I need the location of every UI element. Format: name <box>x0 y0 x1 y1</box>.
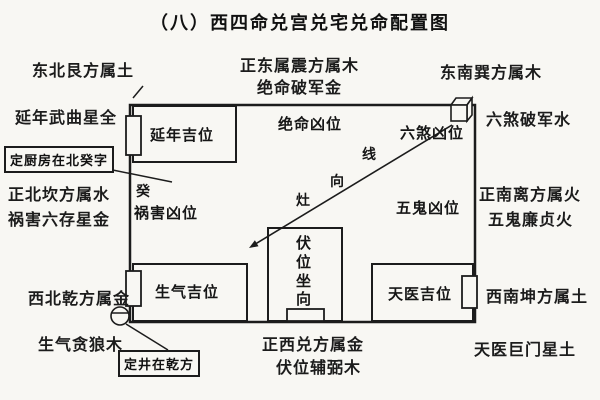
room-liusha: 六煞凶位 <box>400 124 465 142</box>
label-southeast: 东南巽方属木 <box>440 63 543 82</box>
well-icon <box>110 306 130 326</box>
room-shengqi: 生气吉位 <box>155 283 220 301</box>
left-door-top-icon <box>125 115 142 156</box>
label-east-star: 绝命破军金 <box>257 78 343 97</box>
label-east: 正东属震方属木 <box>240 56 360 75</box>
label-liusha-star: 六煞破军水 <box>486 110 572 129</box>
stove-line-char-zao: 灶 <box>296 193 311 209</box>
label-wugui-star: 五鬼廉贞火 <box>488 210 574 229</box>
room-wugui: 五鬼凶位 <box>396 199 461 217</box>
label-yannian-star: 延年武曲星全 <box>15 108 118 127</box>
room-tianyi: 天医吉位 <box>388 285 453 303</box>
stove-line-char-xian: 线 <box>362 147 377 163</box>
stove-direction-line <box>251 124 453 247</box>
well-note-box: 定井在乾方 <box>118 350 201 377</box>
label-south: 正南离方属火 <box>479 185 582 204</box>
label-huohai-star: 祸害六存星金 <box>8 210 111 229</box>
label-north: 正北坎方属水 <box>8 185 111 204</box>
room-fuwei: 伏 位 坐 向 <box>296 234 311 309</box>
label-northeast: 东北艮方属土 <box>32 61 135 80</box>
stove-line-char-xiang: 向 <box>330 174 345 190</box>
right-door-icon <box>461 275 478 309</box>
label-tianyi-star: 天医巨门星土 <box>474 340 577 359</box>
label-southwest: 西南坤方属土 <box>486 287 589 306</box>
cube-icon <box>449 95 474 124</box>
northeast-pointer-line <box>132 85 144 99</box>
room-gui: 癸 <box>136 184 151 200</box>
room-huohai: 祸害凶位 <box>134 204 199 222</box>
well-note-pointer-line <box>125 323 169 351</box>
label-shengqi-star: 生气贪狼木 <box>38 335 124 354</box>
label-northwest: 西北乾方属金 <box>28 289 131 308</box>
label-fuwei-star: 伏位辅弼木 <box>276 358 362 377</box>
stove-line-arrowhead-icon <box>249 240 259 248</box>
room-yannian: 延年吉位 <box>150 126 215 144</box>
fuwei-char-1: 伏 <box>296 234 312 252</box>
room-jueming: 绝命凶位 <box>278 115 343 133</box>
fuwei-char-3: 坐 <box>296 271 312 290</box>
bottom-door-icon <box>286 308 325 322</box>
page-title: （八）西四命兑宫兑宅兑命配置图 <box>150 13 450 34</box>
left-door-bottom-icon <box>125 270 142 307</box>
kitchen-note-box: 定厨房在北癸字 <box>4 146 115 173</box>
fuwei-char-2: 位 <box>296 252 312 271</box>
fuwei-char-4: 向 <box>296 290 312 309</box>
label-west: 正西兑方属金 <box>262 335 365 354</box>
